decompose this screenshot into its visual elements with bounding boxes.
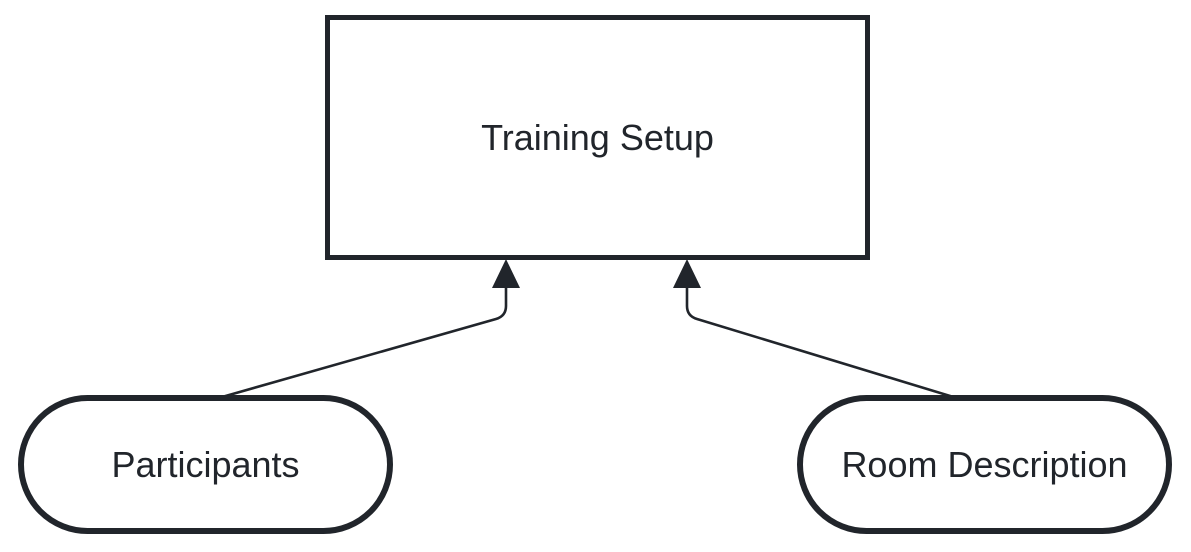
node-participants: Participants bbox=[18, 395, 393, 534]
node-training-setup: Training Setup bbox=[325, 15, 870, 260]
arrowhead-up-icon bbox=[673, 259, 701, 288]
edge-line bbox=[214, 288, 508, 401]
node-training-setup-label: Training Setup bbox=[481, 116, 714, 158]
arrowhead-up-icon bbox=[492, 259, 520, 288]
edge-participants-to-training-setup bbox=[214, 259, 520, 401]
node-participants-label: Participants bbox=[111, 443, 300, 485]
edge-room-description-to-training-setup bbox=[673, 259, 961, 401]
node-room-description-label: Room Description bbox=[841, 443, 1128, 485]
node-room-description: Room Description bbox=[797, 395, 1172, 534]
edge-line bbox=[685, 288, 961, 401]
